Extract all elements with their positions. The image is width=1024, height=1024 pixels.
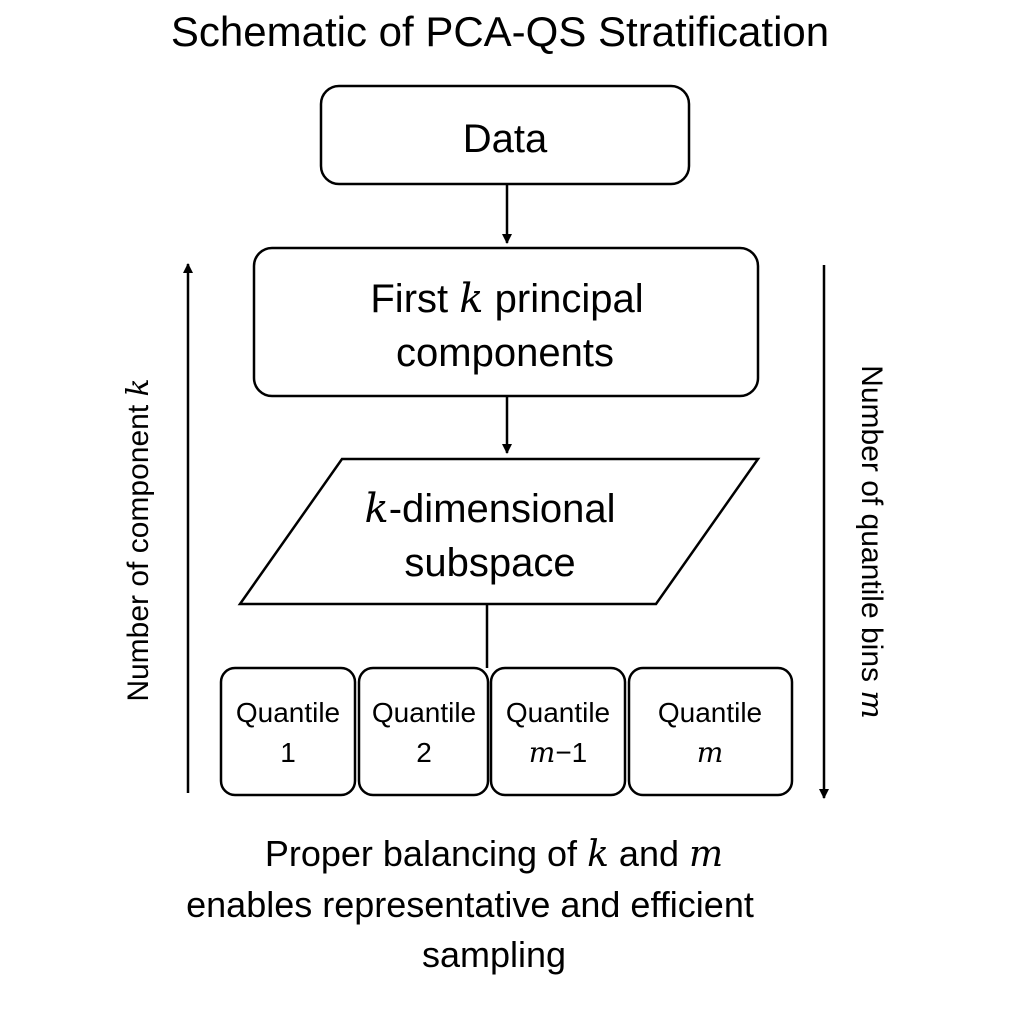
quantile-box: Quantile 2 — [357, 666, 490, 797]
quantile-box: Quantile m−1 — [489, 666, 627, 797]
data-node: Data — [319, 84, 691, 186]
subspace-node: k-dimensional subspace — [237, 457, 761, 606]
components-node-line1: First k principal — [370, 276, 643, 322]
components-node-line2: components — [396, 331, 614, 375]
variable-m: m — [697, 736, 724, 769]
variable-k: k — [364, 486, 388, 532]
variable-k: k — [459, 276, 483, 322]
variable-m: m — [854, 690, 889, 718]
quantile-index: 2 — [416, 737, 432, 768]
caption-line1: Proper balancing of k and m — [265, 833, 723, 875]
variable-m: m — [689, 834, 723, 875]
subspace-node-line1: k-dimensional — [364, 486, 615, 532]
caption-line3: sampling — [422, 934, 566, 975]
variable-k: k — [587, 834, 609, 875]
quantile-label: Quantile — [372, 697, 476, 728]
quantile-index: 1 — [280, 737, 296, 768]
components-node: First k principal components — [252, 246, 760, 398]
quantile-box: Quantile m — [627, 666, 794, 797]
subspace-node-line2: subspace — [404, 541, 575, 585]
data-node-label: Data — [463, 117, 548, 161]
caption-line2: enables representative and efficient — [186, 884, 754, 925]
right-axis-label: Number of quantile bins m — [854, 365, 889, 719]
variable-m: m — [529, 736, 556, 769]
left-axis-label: Number of component k — [121, 378, 156, 701]
quantile-label: Quantile — [658, 697, 762, 728]
quantile-label: Quantile — [236, 697, 340, 728]
quantile-index: m−1 — [529, 736, 588, 769]
diagram-title: Schematic of PCA-QS Stratification — [171, 8, 829, 55]
quantile-box: Quantile 1 — [219, 666, 357, 797]
quantile-label: Quantile — [506, 697, 610, 728]
variable-k: k — [121, 378, 156, 396]
quantile-index: m — [697, 736, 724, 769]
